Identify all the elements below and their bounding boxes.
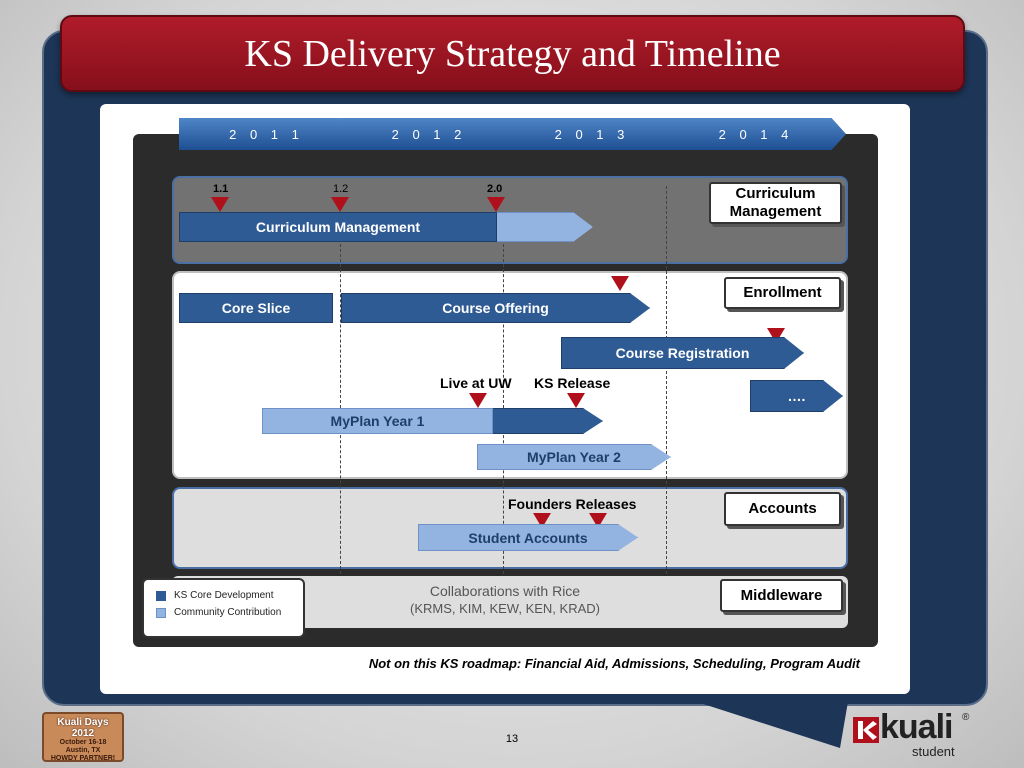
lane-tag-enrollment: Enrollment	[724, 277, 841, 309]
bar-myplan-year2: MyPlan Year 2	[477, 444, 671, 470]
kuali-logo-icon	[853, 717, 879, 743]
lane-tag-middleware: Middleware	[720, 579, 843, 612]
myplan-core-bar	[490, 408, 603, 434]
badge-line5: HOWDY PARTNER!	[50, 755, 116, 762]
footnote: Not on this KS roadmap: Financial Aid, A…	[368, 656, 860, 671]
speech-bubble-tail	[660, 690, 850, 748]
lane-tag-accounts: Accounts	[724, 492, 841, 526]
page-number: 13	[505, 733, 519, 745]
kuali-days-badge: Kuali Days 2012 October 16-18 Austin, TX…	[42, 712, 124, 762]
middleware-text: Collaborations with Rice (KRMS, KIM, KEW…	[400, 583, 610, 616]
year-2012: 2 0 1 2	[340, 118, 518, 150]
marker-label-1-1: 1.1	[213, 183, 229, 195]
title-bar: KS Delivery Strategy and Timeline	[60, 15, 965, 92]
bar-student-accounts: Student Accounts	[418, 524, 638, 551]
legend-item-community: Community Contribution	[156, 607, 303, 618]
kuali-logo-registered: ®	[962, 712, 970, 723]
bar-core-slice: Core Slice	[179, 293, 333, 323]
divider-2014	[666, 186, 667, 574]
badge-line4: Austin, TX	[65, 747, 101, 754]
bar-course-offering: Course Offering	[341, 293, 650, 323]
callout-ks-release: KS Release	[534, 375, 611, 391]
bar-more: ….	[750, 380, 843, 412]
marker-label-2-0: 2.0	[487, 183, 503, 195]
callout-founders-releases: Founders Releases	[508, 496, 637, 512]
badge-line3: October 16-18	[59, 739, 107, 746]
callout-live-at-uw: Live at UW	[440, 375, 512, 391]
legend-swatch-community	[156, 607, 166, 618]
legend-swatch-core	[156, 590, 166, 601]
kuali-logo-sub: student	[912, 744, 955, 759]
badge-line2: 2012	[71, 728, 95, 739]
legend-label-core: KS Core Development	[174, 590, 274, 601]
bar-myplan-year1: MyPlan Year 1	[262, 408, 493, 434]
slide-title: KS Delivery Strategy and Timeline	[244, 32, 781, 75]
marker-label-1-2: 1.2	[333, 183, 349, 195]
legend-item-core: KS Core Development	[156, 590, 303, 601]
middleware-line1: Collaborations with Rice	[429, 583, 581, 599]
year-2011: 2 0 1 1	[179, 118, 354, 150]
curriculum-community-bar	[490, 212, 593, 242]
year-2013: 2 0 1 3	[503, 118, 681, 150]
bar-course-registration: Course Registration	[561, 337, 804, 369]
lane-tag-curriculum: Curriculum Management	[709, 182, 842, 224]
legend: KS Core Development Community Contributi…	[142, 578, 305, 638]
middleware-line2: (KRMS, KIM, KEW, KEN, KRAD)	[410, 601, 600, 616]
kuali-logo-word: kuali	[880, 708, 953, 746]
year-2014: 2 0 1 4	[666, 118, 846, 150]
legend-label-community: Community Contribution	[174, 607, 282, 618]
bar-curriculum-management: Curriculum Management	[179, 212, 497, 242]
badge-line1: Kuali Days	[57, 717, 109, 728]
